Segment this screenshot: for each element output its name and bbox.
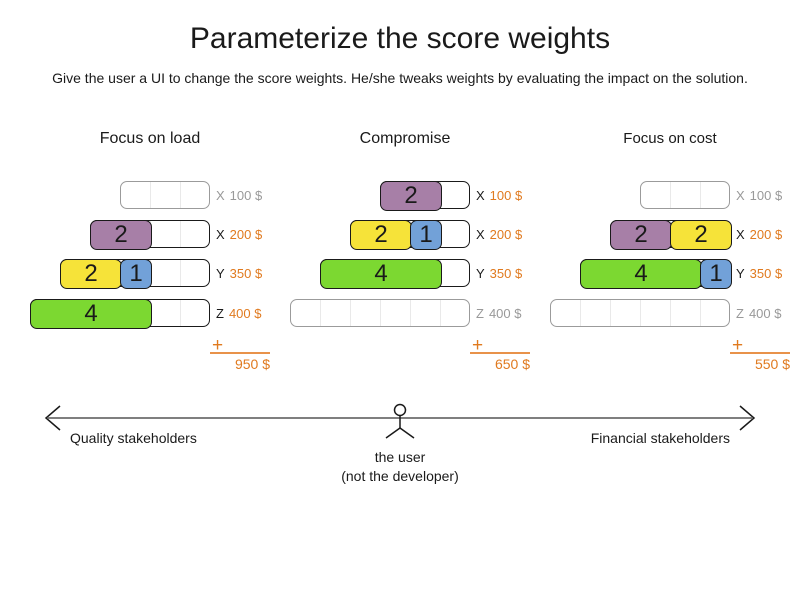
weight-block: 1 [700, 259, 732, 289]
user-label: the user [374, 449, 426, 465]
weight-row-container [120, 181, 210, 209]
row-weight-letter: Z [736, 305, 744, 321]
sum-line [210, 352, 270, 354]
user-stick-figure-icon [385, 403, 415, 439]
row-weight-letter: Z [476, 305, 484, 321]
sum-plus: + [732, 335, 744, 356]
weight-row-container: 2 [380, 181, 470, 211]
sum-plus: + [472, 335, 484, 356]
panel-title: Focus on cost [623, 130, 717, 147]
weight-block: 1 [410, 220, 442, 250]
row-weight-letter: Y [736, 265, 745, 281]
weight-block: 2 [60, 259, 122, 289]
not-developer-label: (not the developer) [341, 468, 459, 484]
row-weight-letter: Y [476, 265, 485, 281]
weight-block: 2 [350, 220, 412, 250]
sum-total: 950 $ [234, 356, 270, 372]
page-subtitle: Give the user a UI to change the score w… [52, 70, 748, 86]
stakeholder-axis [44, 403, 756, 439]
row-price-label: 350 $ [229, 265, 263, 281]
financial-stakeholders-label: Financial stakeholders [590, 430, 730, 446]
row-price-label: 400 $ [228, 305, 262, 321]
row-price-label: 400 $ [488, 305, 522, 321]
row-price-label: 200 $ [489, 226, 523, 242]
weight-row-container [290, 299, 470, 327]
row-weight-letter: X [736, 187, 745, 203]
page-title: Parameterize the score weights [189, 22, 611, 55]
row-price-label: 100 $ [489, 187, 523, 203]
weight-row-container: 4 [320, 259, 470, 289]
row-weight-letter: Y [216, 265, 225, 281]
row-weight-letter: X [736, 226, 745, 242]
weight-block: 2 [670, 220, 732, 250]
row-weight-letter: X [216, 187, 225, 203]
weight-block: 2 [90, 220, 152, 250]
weight-block: 4 [30, 299, 152, 329]
weight-block: 4 [580, 259, 702, 289]
quality-stakeholders-label: Quality stakeholders [70, 430, 197, 446]
row-price-label: 350 $ [749, 265, 783, 281]
sum-total: 650 $ [494, 356, 530, 372]
weight-row-container [640, 181, 730, 209]
left-arrowhead-icon [44, 405, 61, 431]
sum-line [730, 352, 790, 354]
row-price-label: 100 $ [229, 187, 263, 203]
sum-line [470, 352, 530, 354]
panel-title: Focus on load [99, 130, 201, 147]
sum-total: 550 $ [754, 356, 790, 372]
weight-block: 1 [120, 259, 152, 289]
right-arrowhead-icon [739, 405, 756, 431]
sum-plus: + [212, 335, 224, 356]
weight-row-container: 4 [30, 299, 210, 329]
weight-block: 2 [610, 220, 672, 250]
row-weight-letter: Z [216, 305, 224, 321]
row-price-label: 200 $ [749, 226, 783, 242]
weight-row-container [550, 299, 730, 327]
weight-block: 2 [380, 181, 442, 211]
row-weight-letter: X [476, 226, 485, 242]
panel-title: Compromise [359, 130, 451, 147]
row-price-label: 200 $ [229, 226, 263, 242]
row-price-label: 100 $ [749, 187, 783, 203]
row-price-label: 350 $ [489, 265, 523, 281]
weight-block: 4 [320, 259, 442, 289]
row-price-label: 400 $ [748, 305, 782, 321]
row-weight-letter: X [476, 187, 485, 203]
weight-row-container: 2 [90, 220, 210, 250]
row-weight-letter: X [216, 226, 225, 242]
